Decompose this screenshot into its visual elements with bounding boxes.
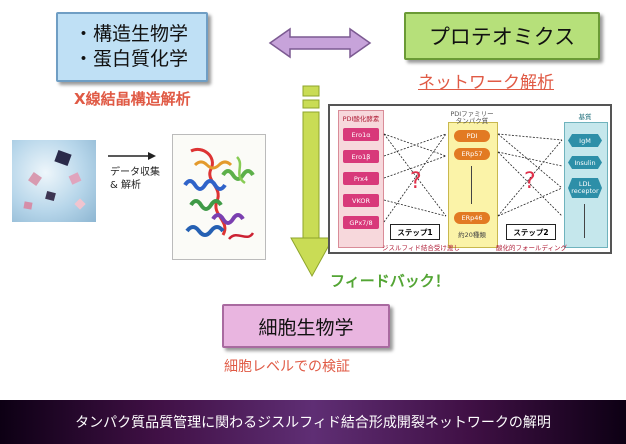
step1-arrows: ? [383,133,447,223]
crystals-photo [12,140,96,222]
step2-arrows: ? [497,133,563,217]
data-collection-label: データ収集 & 解析 [110,166,160,192]
structural-biology-line: ・構造生物学 [74,23,189,45]
insulin-pill: Insulin [568,156,602,169]
network-analysis-label: ネットワーク解析 [418,73,554,93]
pdi-family-header-line1: PDIファミリー [450,110,494,118]
mid-column-divider [471,166,472,204]
step2-box: ステップ2 [506,224,556,240]
xray-crystallography-label: X線結晶構造解析 [74,90,191,108]
bottom-banner: タンパク質品質管理に関わるジスルフィド結合形成開裂ネットワークの解明 [0,400,626,444]
pdi-family-column [448,122,498,248]
pdi-family-header-line2: タンパク質 [455,117,489,125]
ero1a-pill: Ero1α [343,128,379,141]
disulfide-transfer-caption: ジスルフィド結合受け渡し [382,244,460,252]
igm-pill: IgM [568,134,602,147]
oxidative-folding-caption: 酸化的フォールディング [496,244,568,252]
cell-level-verification-label: 細胞レベルでの検証 [224,359,350,375]
cell-biology-box: 細胞生物学 [222,304,390,348]
ero1b-pill: Ero1β [343,150,379,163]
structural-biology-box: ・構造生物学 ・蛋白質化学 [56,12,208,82]
analysis-line: & 解析 [110,180,141,191]
right-column-divider [584,204,585,238]
vkor-pill: VKOR [343,194,379,207]
feedback-down-arrow [290,85,334,278]
ldl-receptor-pill: LDL receptor [568,178,602,198]
svg-text:?: ? [410,169,422,194]
protein-chemistry-line: ・蛋白質化学 [74,48,189,70]
step1-box: ステップ1 [390,224,440,240]
oxidase-header: PDI酸化酵素 [342,115,380,123]
svg-text:?: ? [524,169,536,194]
pdi-pill: PDI [454,130,490,142]
feedback-label: フィードバック！ [330,272,450,290]
erp57-pill: ERp57 [454,148,490,160]
gpx78-pill: GPx7/8 [343,216,379,229]
substrate-header: 基質 [578,113,592,121]
small-right-arrow [108,152,156,160]
proteomics-box: プロテオミクス [404,12,600,60]
network-diagram-panel: PDI酸化酵素 Ero1α Ero1β Prx4 VKOR GPx7/8 PDI… [328,104,612,254]
erp46-pill: ERp46 [454,212,490,224]
protein-structure-image [172,134,266,260]
prx4-pill: Prx4 [343,172,379,185]
data-collection-line: データ収集 [110,167,160,178]
double-arrow [268,27,372,59]
pdi-count-label: 約20種類 [458,231,486,239]
